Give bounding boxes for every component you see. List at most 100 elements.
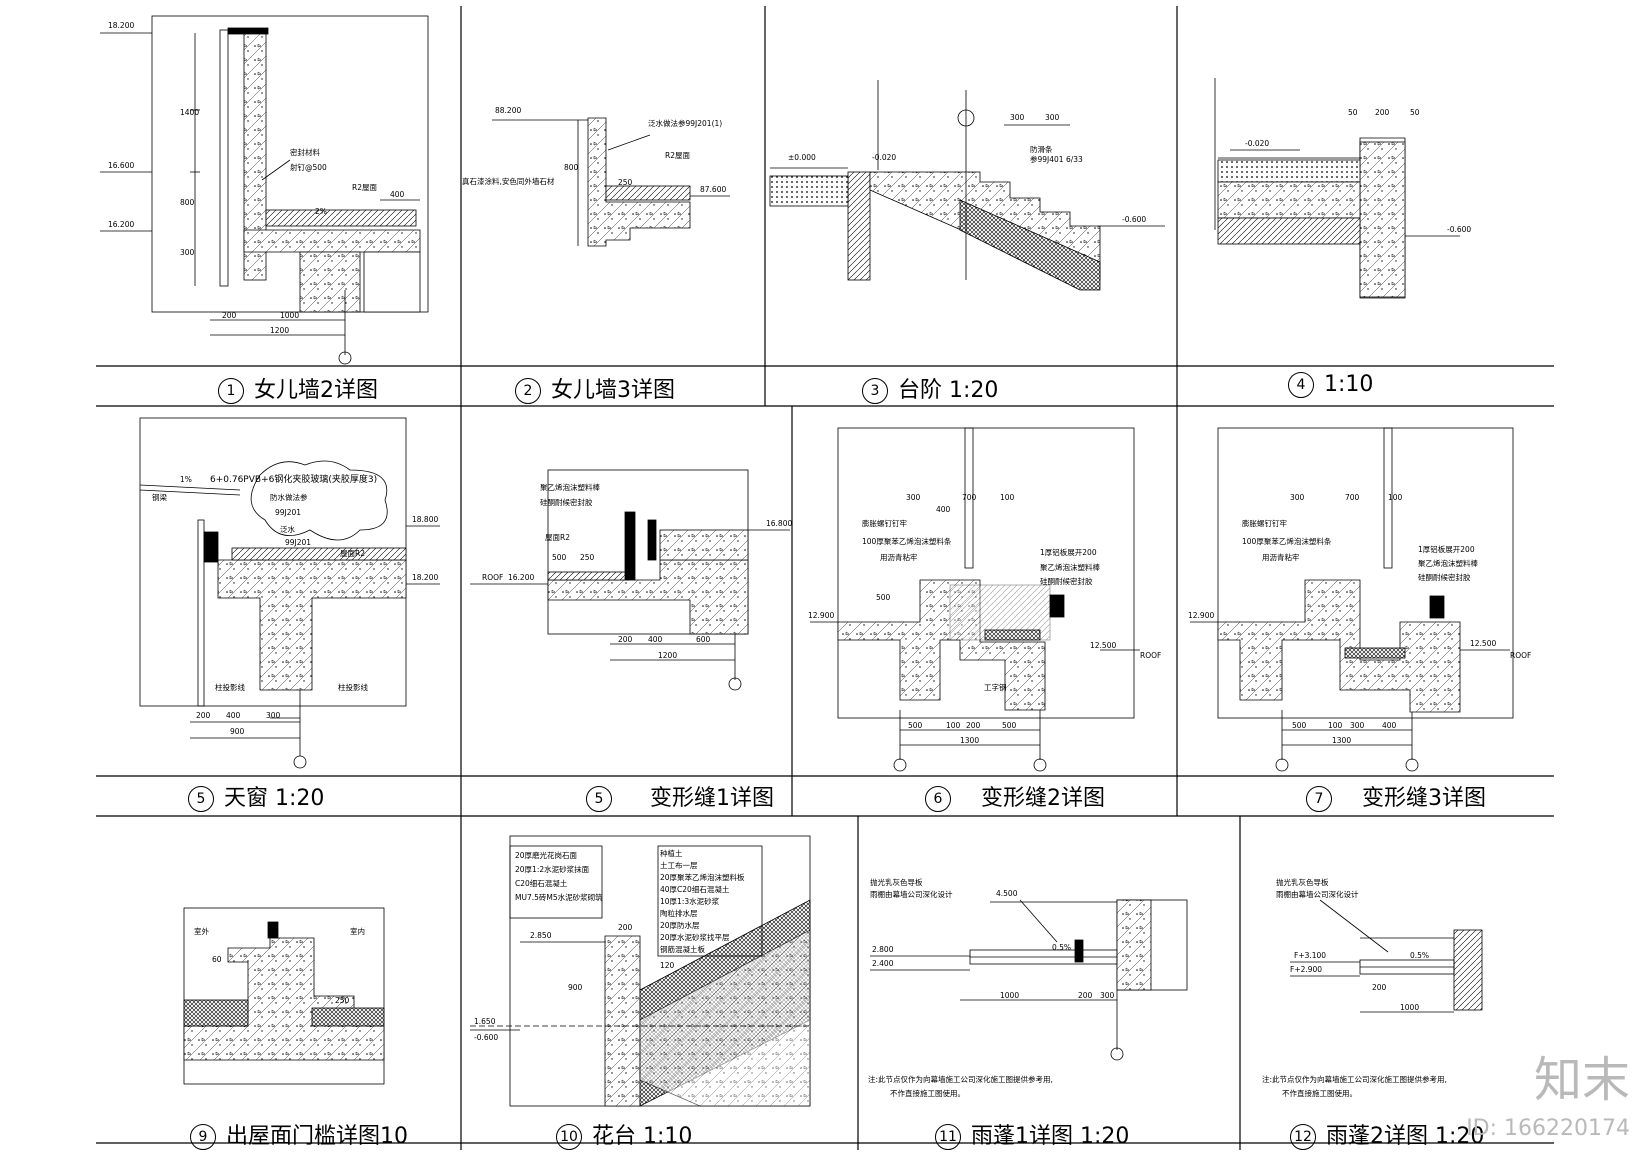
drawing-annotation: 400 — [936, 505, 951, 514]
drawing-annotation: 1% — [180, 475, 192, 484]
detail-10-text: 20厚磨光花岗石面 20厚1:2水泥砂浆抹面 C20细石混凝土 MU7.5砖M5… — [474, 848, 745, 1042]
drawing-annotation: 注:此节点仅作为向幕墙施工公司深化施工图提供参考用, — [1262, 1074, 1447, 1084]
drawing-annotation: 1厚铝板展开200 — [1040, 547, 1097, 557]
drawing-annotation: 硅酮耐候密封胶 — [540, 497, 593, 507]
drawing-annotation: 0.5% — [1052, 943, 1071, 952]
detail-5b-joint — [470, 469, 790, 691]
drawing-annotation: 抛光乳灰色导板 — [870, 877, 923, 887]
drawing-annotation: 500 — [1002, 721, 1017, 730]
drawing-annotation: 300 — [180, 248, 195, 257]
caption-number: 9 — [190, 1124, 216, 1150]
drawing-annotation: 18.800 — [412, 515, 438, 524]
drawing-annotation: 钢梁 — [152, 492, 167, 502]
caption-number: 11 — [935, 1124, 961, 1150]
drawing-annotation: 600 — [696, 635, 711, 644]
caption-title: 变形缝2详图 — [981, 786, 1105, 811]
drawing-annotation: 聚乙烯泡沫塑料棒 — [1418, 558, 1478, 568]
drawing-annotation: 2.400 — [872, 959, 894, 968]
drawing-annotation: 99J201 — [275, 508, 301, 517]
caption-title: 1:10 — [1324, 372, 1374, 397]
drawing-annotation: 16.200 — [108, 220, 134, 229]
detail-1-text: 18.200 16.600 16.200 1400 800 300 200 10… — [108, 21, 405, 335]
drawing-annotation: 300 — [1045, 113, 1060, 122]
drawing-annotation: 12.900 — [808, 611, 834, 620]
detail-3-text: ±0.000 -0.020 -0.600 300 300 防滑条 参99J401… — [788, 113, 1146, 224]
detail-1-parapet — [100, 15, 429, 365]
caption-number: 12 — [1290, 1124, 1316, 1150]
caption-number: 6 — [925, 786, 951, 812]
drawing-annotation: 20厚磨光花岗石面 — [515, 850, 578, 860]
drawing-annotation: 抛光乳灰色导板 — [1276, 877, 1329, 887]
drawing-annotation: 40厚C20细石混凝土 — [660, 884, 730, 894]
drawing-annotation: 20厚水泥砂浆找平层 — [660, 932, 730, 942]
drawing-annotation: 900 — [568, 983, 583, 992]
drawing-annotation: 120 — [660, 961, 675, 970]
drawing-annotation: 200 — [1375, 108, 1390, 117]
caption-title: 天窗 1:20 — [224, 786, 325, 811]
drawing-annotation: 300 — [1100, 991, 1115, 1000]
drawing-annotation: 300 — [266, 711, 281, 720]
drawing-annotation: 不作直接施工图使用。 — [890, 1088, 965, 1098]
drawing-annotation: 500 — [876, 593, 891, 602]
drawing-annotation: 雨棚由幕墙公司深化设计 — [870, 889, 953, 899]
drawing-annotation: 16.200 — [508, 573, 534, 582]
drawing-annotation: 钢筋混凝土板 — [660, 944, 705, 954]
drawing-annotation: 500 — [1292, 721, 1307, 730]
drawing-annotation: 柱投影线 — [338, 682, 368, 692]
detail-9-text: 室外 室内 60 250 — [194, 926, 365, 1005]
caption-12: 12 雨蓬2详图 1:20 — [1290, 1118, 1484, 1150]
detail-6-joint — [810, 427, 1140, 772]
detail-11-canopy — [870, 899, 1188, 1061]
drawing-annotation: 12.500 — [1090, 641, 1116, 650]
drawing-annotation: -0.020 — [1245, 139, 1269, 148]
drawing-annotation: 膨胀螺钉钉牢 — [1242, 518, 1287, 528]
detail-12-text: 抛光乳灰色导板 雨棚由幕墙公司深化设计 F+3.100 F+2.900 0.5%… — [1262, 877, 1447, 1098]
drawing-annotation: -0.600 — [1122, 215, 1146, 224]
drawing-annotation: F+2.900 — [1290, 965, 1322, 974]
caption-number: 1 — [218, 378, 244, 404]
caption-title: 变形缝3详图 — [1362, 786, 1486, 811]
caption-title: 出屋面门槛详图10 — [226, 1124, 408, 1149]
drawing-annotation: 300 — [906, 493, 921, 502]
drawing-annotation: ±0.000 — [788, 153, 816, 162]
drawing-annotation: 250 — [335, 996, 350, 1005]
drawing-annotation: 硅酮耐候密封胶 — [1418, 572, 1471, 582]
caption-title: 台阶 1:20 — [898, 378, 999, 403]
detail-2-text: 88.200 87.600 泛水做法参99J201(1) R2屋面 真石漆涂料,… — [462, 106, 726, 194]
caption-6: 6 变形缝2详图 — [925, 780, 1105, 812]
drawing-annotation: 800 — [180, 198, 195, 207]
drawing-annotation: MU7.5砖M5水泥砂浆砌筑 — [515, 892, 603, 902]
drawing-annotation: 100 — [946, 721, 961, 730]
drawing-annotation: 99J201 — [285, 538, 311, 547]
drawing-annotation: 700 — [1345, 493, 1360, 502]
drawing-annotation: 400 — [1382, 721, 1397, 730]
drawing-annotation: 200 — [222, 311, 237, 320]
drawing-annotation: 100厚聚苯乙烯泡沫塑料条 — [1242, 536, 1332, 546]
caption-4: 4 1:10 — [1288, 372, 1373, 398]
drawing-annotation: 250 — [580, 553, 595, 562]
drawing-annotation: 1300 — [1332, 736, 1351, 745]
drawing-annotation: -0.600 — [474, 1033, 498, 1042]
drawing-annotation: 88.200 — [495, 106, 521, 115]
drawing-annotation: 防水做法参 — [270, 492, 308, 502]
caption-number: 4 — [1288, 372, 1314, 398]
detail-9-threshold — [183, 907, 385, 1085]
caption-number: 7 — [1306, 786, 1332, 812]
drawing-annotation: -0.600 — [1447, 225, 1471, 234]
drawing-annotation: 87.600 — [700, 185, 726, 194]
drawing-annotation: ROOF — [1140, 651, 1161, 660]
drawing-annotation: 屋面R2 — [545, 533, 570, 542]
drawing-annotation: 雨棚由幕墙公司深化设计 — [1276, 889, 1359, 899]
drawing-annotation: 200 — [966, 721, 981, 730]
drawing-annotation: 250 — [618, 178, 633, 187]
drawing-annotation: 注:此节点仅作为向幕墙施工公司深化施工图提供参考用, — [868, 1074, 1053, 1084]
drawing-annotation: 1200 — [270, 326, 289, 335]
drawing-annotation: 20厚聚苯乙烯泡沫塑料板 — [660, 872, 745, 882]
drawing-annotation: 100 — [1388, 493, 1403, 502]
drawing-annotation: 100 — [1000, 493, 1015, 502]
drawing-annotation: 800 — [564, 163, 579, 172]
caption-title: 雨蓬2详图 1:20 — [1326, 1124, 1485, 1149]
